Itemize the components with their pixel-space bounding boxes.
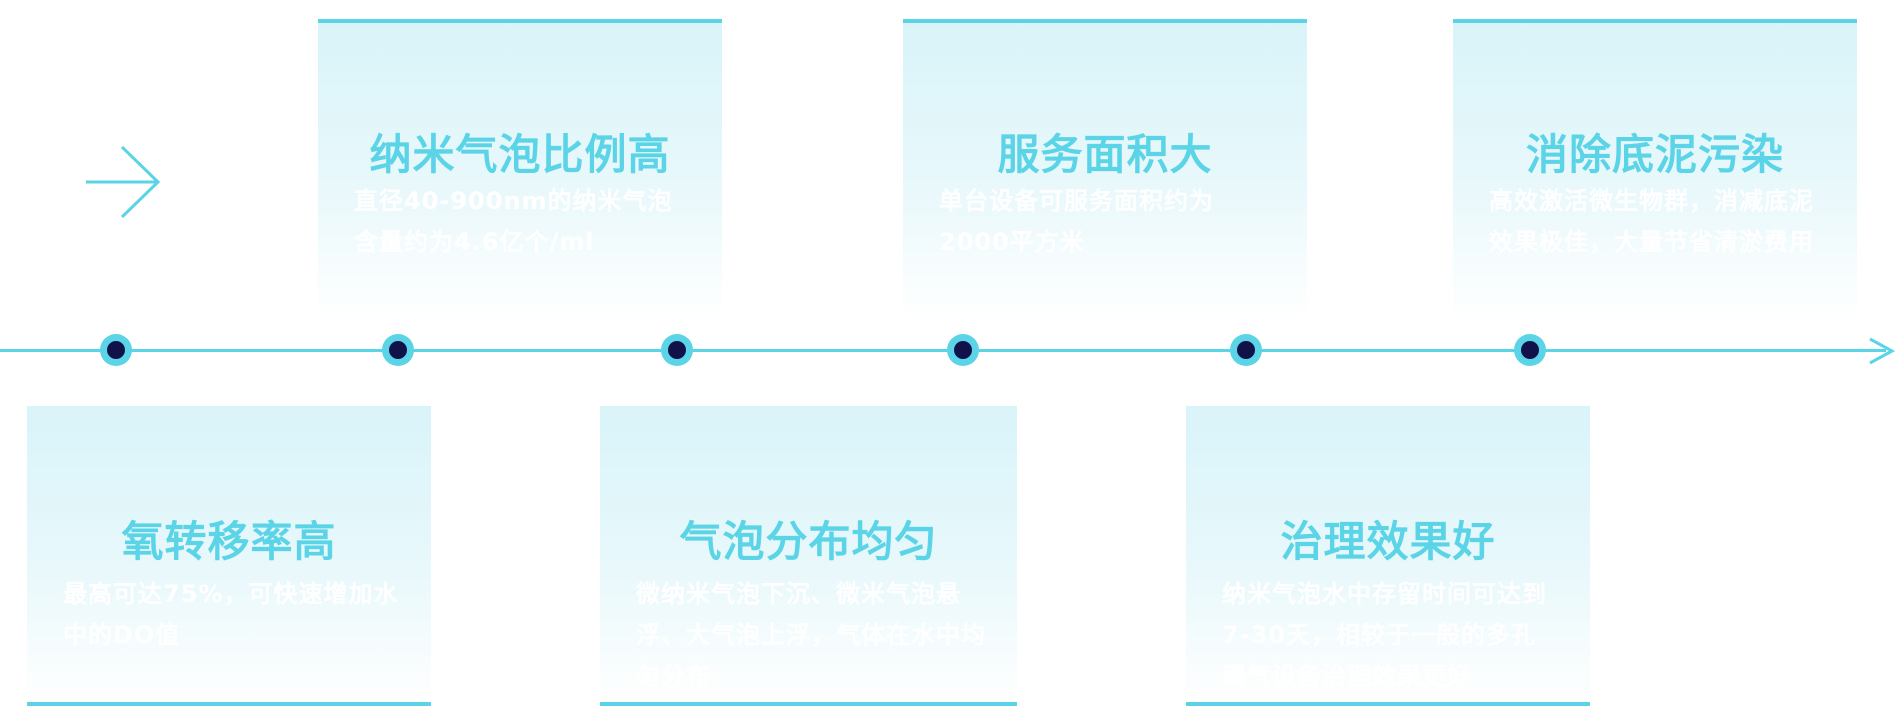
arrowhead-icon [1869,337,1896,365]
feature-card-bubble-distribution: 气泡分布均匀 微纳米气泡下沉、微米气泡悬浮、大气泡上浮，气体在水中均匀分布 [600,406,1017,706]
feature-description: 微纳米气泡下沉、微米气泡悬浮、大气泡上浮，气体在水中均匀分布 [636,580,986,690]
feature-card-nano-bubble-ratio: 纳米气泡比例高 直径40-900nm的纳米气泡含量约为4.6亿个/ml [318,19,722,319]
timeline-node-5 [1230,334,1262,366]
timeline-node-4 [947,334,979,366]
timeline-node-1 [100,334,132,366]
timeline-node-2 [382,334,414,366]
feature-description: 最高可达75%，可快速增加水中的DO值 [63,580,399,649]
feature-card-service-area: 服务面积大 单台设备可服务面积约为2000平方米 [903,19,1307,319]
feature-title: 治理效果好 [1280,517,1496,566]
feature-card-oxygen-transfer: 氧转移率高 最高可达75%，可快速增加水中的DO值 [27,406,431,706]
feature-title: 纳米气泡比例高 [369,130,671,179]
feature-description: 高效激活微生物群，消减底泥效果极佳，大量节省清淤费用 [1489,187,1814,256]
feature-title: 消除底泥污染 [1525,130,1784,179]
timeline-node-3 [661,334,693,366]
feature-description: 直径40-900nm的纳米气泡含量约为4.6亿个/ml [354,187,673,256]
feature-title: 氧转移率高 [121,517,337,566]
timeline-line [0,349,1886,352]
timeline-node-6 [1514,334,1546,366]
feature-title: 气泡分布均匀 [679,517,938,566]
feature-description: 单台设备可服务面积约为2000平方米 [939,187,1214,256]
arrow-right-icon [86,145,161,219]
feature-title: 服务面积大 [997,130,1213,179]
feature-description: 纳米气泡水中存留时间可达到7-30天，相较于一般的多孔曝气设备治理效果更好 [1222,580,1547,690]
feature-card-sludge-removal: 消除底泥污染 高效激活微生物群，消减底泥效果极佳，大量节省清淤费用 [1453,19,1857,319]
feature-card-treatment-effect: 治理效果好 纳米气泡水中存留时间可达到7-30天，相较于一般的多孔曝气设备治理效… [1186,406,1590,706]
